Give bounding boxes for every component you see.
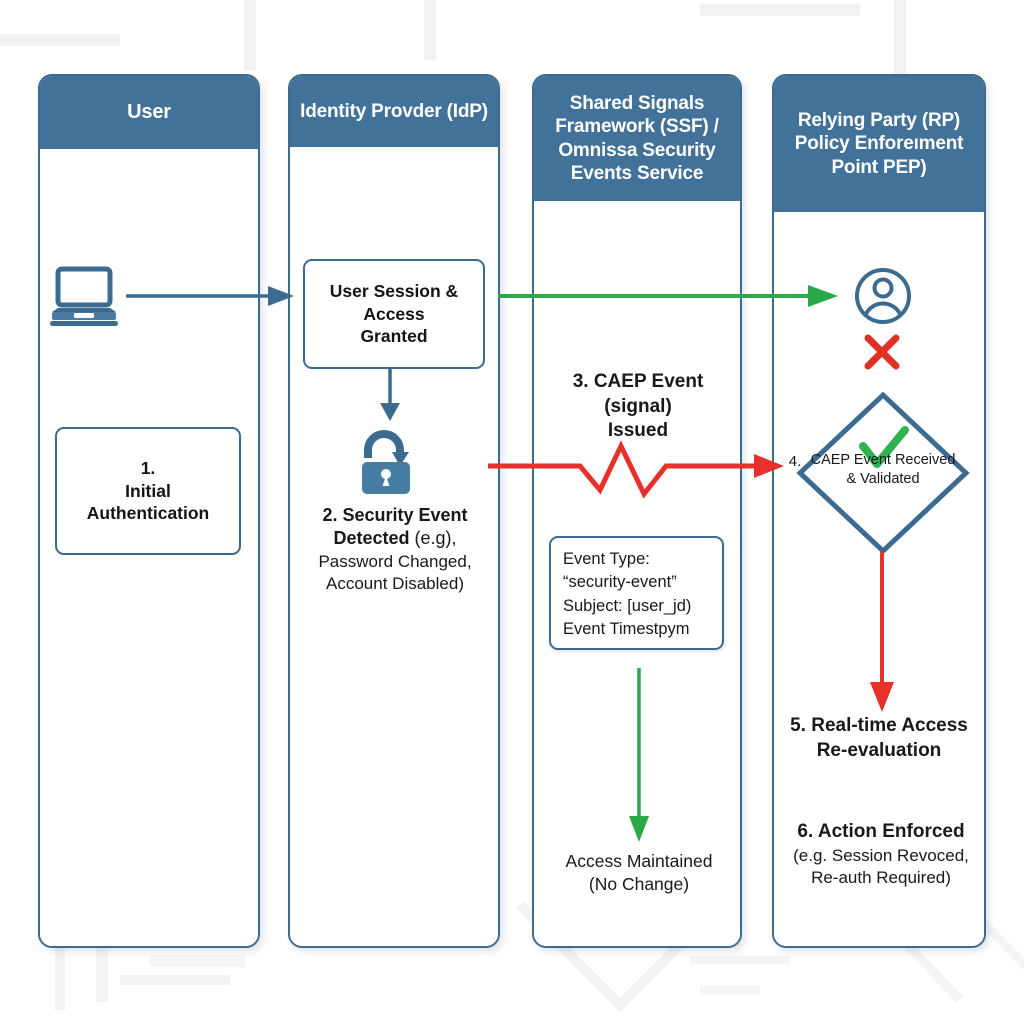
lane-rp-header: Relying Party (RP) Policy Enforeıment Po… xyxy=(774,76,984,212)
action-enforced-bold: 6. Action Enforced xyxy=(797,821,965,842)
diamond-label-line-1: CAEP Event Received xyxy=(810,452,956,468)
realtime-access-reevaluation-label: 5. Real-time Access Re-evaluation xyxy=(778,714,980,763)
event-payload-box: Event Type: “security-event” Subject: [u… xyxy=(549,536,724,650)
initial-auth-line-1: 1. xyxy=(140,458,156,479)
caep-event-received-validated-diamond xyxy=(796,391,970,555)
session-line-3: Granted xyxy=(360,326,428,347)
session-to-lock-arrow xyxy=(380,369,400,421)
security-event-extra-2: Account Disabled) xyxy=(326,573,464,593)
access-maintained-line-2: (No Change) xyxy=(588,873,690,894)
caep-issued-line-1: 3. CAEP Event xyxy=(572,371,704,392)
session-line-2: Access xyxy=(363,303,425,324)
action-enforced-extra-2: Re-auth Required) xyxy=(811,867,951,887)
action-enforced-extra-1: (e.g. Session Revoced, xyxy=(793,845,969,865)
event-payload-line-4: Event Timestpуm xyxy=(563,620,690,639)
reevaluation-line-2: Re-evaluation xyxy=(816,739,942,761)
session-line-1: User Session & xyxy=(329,281,459,302)
security-event-detected-label: 2. Security Event Detected (e.g), Passwo… xyxy=(292,504,498,595)
event-payload-line-1: Event Type: xyxy=(563,550,650,568)
access-maintained-label: Access Maintained (No Change) xyxy=(540,850,738,896)
user-session-access-granted-box: User Session & Access Granted xyxy=(303,259,485,369)
user-avatar-icon xyxy=(855,268,911,324)
event-payload-line-2: “security-event” xyxy=(563,573,677,592)
user-to-idp-arrow xyxy=(126,286,294,306)
lane-idp-header: Identity Provder (IdP) xyxy=(290,76,498,147)
lane-ssf-header: Shared Signals Framework (SSF) / Omnissa… xyxy=(534,76,740,201)
reevaluation-line-1: 5. Real-time Access xyxy=(790,715,968,736)
caep-event-issued-label: 3. CAEP Event (signal) Issued xyxy=(540,370,736,444)
diamond-label: CAEP Event Received & Validated xyxy=(800,451,966,489)
initial-auth-line-3: Authentication xyxy=(86,503,210,524)
security-event-rest: (e.g), xyxy=(409,528,457,549)
diamond-step-number: 4. xyxy=(788,453,802,470)
red-x-icon xyxy=(864,334,900,370)
lane-user-header: User xyxy=(40,76,258,149)
access-maintained-line-1: Access Maintained xyxy=(565,851,713,871)
caep-issued-line-2: (signal) xyxy=(604,395,672,417)
security-event-extra-1: Password Changed, xyxy=(318,551,472,571)
event-payload-line-3: Subject: [user_jd) xyxy=(563,596,692,615)
idp-to-rp-green-arrow xyxy=(498,285,838,307)
action-enforced-label: 6. Action Enforced (e.g. Session Revoced… xyxy=(778,820,984,889)
diamond-to-reevaluation-red-arrow xyxy=(870,552,894,712)
security-event-bold: 2. Security Event Detected xyxy=(322,505,468,549)
ssf-access-maintained-green-arrow xyxy=(629,668,649,842)
lane-rp-body xyxy=(774,212,984,946)
initial-auth-line-2: Initial xyxy=(125,480,171,501)
lane-rp: Relying Party (RP) Policy Enforeıment Po… xyxy=(772,74,986,948)
idp-to-rp-red-signal-arrow xyxy=(488,440,784,499)
caep-issued-line-3: Issued xyxy=(607,420,669,442)
diamond-label-line-2: & Validated xyxy=(846,470,920,487)
unlocked-padlock-icon xyxy=(362,430,410,494)
laptop-icon xyxy=(50,266,118,326)
initial-authentication-box: 1. Initial Authentication xyxy=(55,427,241,555)
